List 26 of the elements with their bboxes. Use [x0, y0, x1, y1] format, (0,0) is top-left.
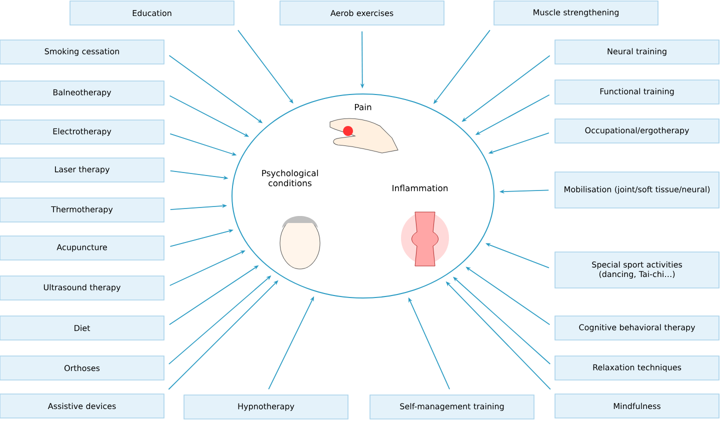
condition-label: Inflammation [392, 184, 448, 192]
condition-label: Psychological conditions [262, 170, 318, 186]
condition-label: Pain [354, 104, 372, 110]
therapy-box: Aerob exercises [280, 0, 444, 26]
therapy-box: Special sport activities (dancing, Tai-chi…) [554, 252, 720, 288]
therapy-box: Muscle strengthening [494, 0, 658, 26]
therapy-box: Mobilisation (joint/soft tissue/neural) [554, 172, 720, 208]
therapy-box: Smoking cessation [0, 40, 164, 64]
therapy-box: Mindfulness [554, 394, 720, 418]
therapy-box: Electrotherapy [0, 120, 164, 144]
therapy-box: Diet [0, 316, 164, 340]
therapy-box: Assistive devices [0, 394, 164, 418]
therapy-box: Hypnotherapy [184, 394, 348, 420]
therapy-box: Education [70, 0, 234, 26]
therapy-box: Ultrasound therapy [0, 276, 164, 300]
therapy-box: Cognitive behavioral therapy [554, 316, 720, 340]
therapy-box: Relaxation techniques [554, 356, 720, 380]
therapy-box: Thermotherapy [0, 198, 164, 222]
therapy-box: Neural training [554, 40, 720, 64]
therapy-box: Balneotherapy [0, 80, 164, 106]
therapy-box: Occupational/ergotherapy [554, 118, 720, 144]
therapy-box: Acupuncture [0, 236, 164, 260]
therapy-box: Functional training [554, 80, 720, 104]
therapy-box: Orthoses [0, 356, 164, 380]
therapy-box: Laser therapy [0, 158, 164, 182]
therapy-box: Self-management training [370, 394, 534, 420]
